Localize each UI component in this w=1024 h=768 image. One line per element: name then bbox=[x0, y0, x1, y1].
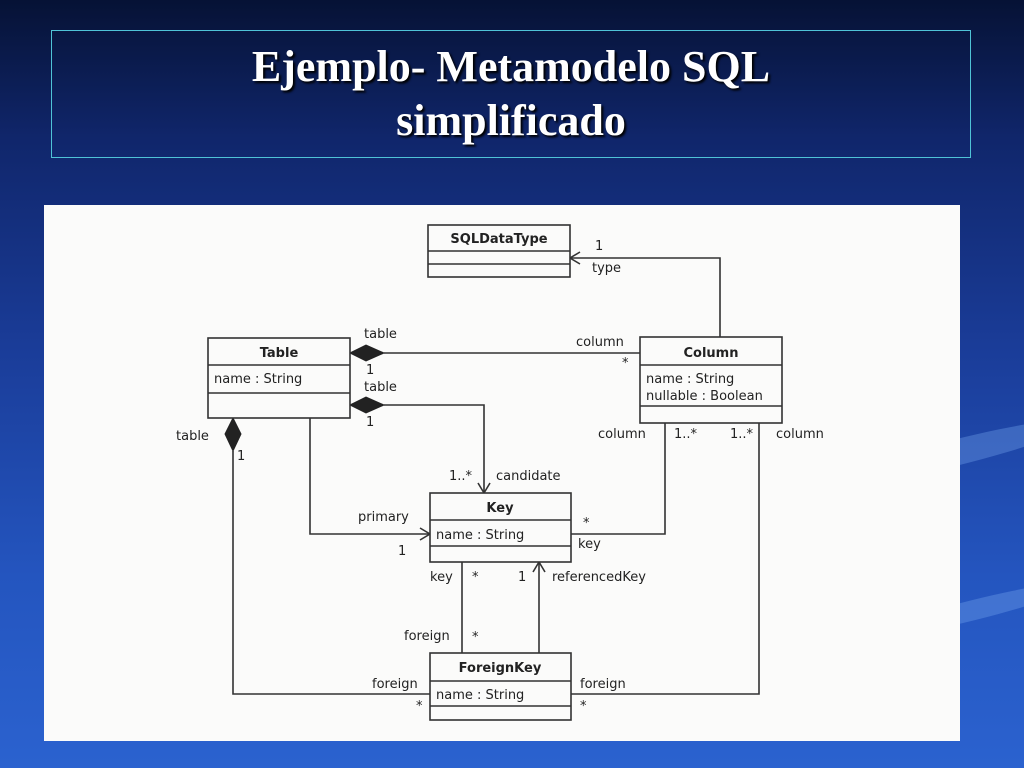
class-column-attr-name: name : String bbox=[646, 372, 734, 387]
label-table-key-mult: 1 bbox=[366, 415, 374, 430]
uml-diagram-panel: SQLDataType Table name : String Column n… bbox=[44, 205, 960, 741]
composition-diamond-table-fk bbox=[224, 416, 242, 453]
label-fk-key-role: key bbox=[430, 570, 453, 585]
label-refkey-role: referencedKey bbox=[552, 570, 646, 585]
label-column-mult: * bbox=[622, 356, 629, 371]
label-key-role: key bbox=[578, 537, 601, 552]
slide-title-box: Ejemplo- Metamodelo SQL simplificado bbox=[51, 30, 971, 158]
label-col-key-role: column bbox=[598, 427, 646, 442]
class-key-name: Key bbox=[486, 501, 514, 516]
label-refkey-mult: 1 bbox=[518, 570, 526, 585]
label-table-fk-role: table bbox=[176, 429, 209, 444]
class-table-attr-name: name : String bbox=[214, 372, 302, 387]
label-key-mult: * bbox=[583, 516, 590, 531]
slide-title: Ejemplo- Metamodelo SQL simplificado bbox=[252, 40, 770, 148]
label-type-role: type bbox=[592, 261, 621, 276]
label-foreign-mult-top: * bbox=[472, 630, 479, 645]
class-foreignkey-attr-name: name : String bbox=[436, 688, 524, 703]
assoc-column-type bbox=[568, 251, 721, 337]
label-column-role: column bbox=[576, 335, 624, 350]
class-foreignkey-name: ForeignKey bbox=[459, 661, 542, 676]
assoc-table-foreignkey bbox=[232, 451, 430, 695]
label-foreign-role-left: foreign bbox=[372, 677, 418, 692]
class-key: Key name : String bbox=[429, 492, 572, 563]
class-column: Column name : String nullable : Boolean bbox=[639, 336, 783, 424]
composition-diamond-table-key bbox=[348, 396, 386, 414]
label-foreign-role-top: foreign bbox=[404, 629, 450, 644]
class-table-name: Table bbox=[260, 346, 299, 361]
slide-title-line1: Ejemplo- Metamodelo SQL bbox=[251, 42, 771, 91]
label-candidate-mult: 1..* bbox=[449, 469, 473, 484]
class-sqldatatype-name: SQLDataType bbox=[450, 232, 547, 247]
label-col-key-mult: 1..* bbox=[674, 427, 698, 442]
label-foreign-role-right: foreign bbox=[580, 677, 626, 692]
label-table-key-role: table bbox=[364, 380, 397, 395]
label-fk-key-mult: * bbox=[472, 570, 479, 585]
class-sqldatatype: SQLDataType bbox=[427, 224, 571, 278]
assoc-column-key bbox=[571, 423, 666, 535]
class-foreignkey: ForeignKey name : String bbox=[429, 652, 572, 721]
composition-diamond-table-column bbox=[348, 344, 386, 362]
label-foreign-mult-right: * bbox=[580, 699, 587, 714]
label-table-col-mult: 1 bbox=[366, 363, 374, 378]
label-primary-mult: 1 bbox=[398, 544, 406, 559]
assoc-table-key-candidate bbox=[384, 404, 491, 495]
label-foreign-mult-left: * bbox=[416, 699, 423, 714]
label-table-col-role: table bbox=[364, 327, 397, 342]
assoc-column-foreignkey bbox=[571, 423, 760, 695]
label-table-fk-mult: 1 bbox=[237, 449, 245, 464]
assoc-table-key-primary bbox=[309, 418, 432, 541]
class-column-name: Column bbox=[684, 346, 739, 361]
class-table: Table name : String bbox=[207, 337, 351, 419]
class-key-attr-name: name : String bbox=[436, 528, 524, 543]
label-candidate-role: candidate bbox=[496, 469, 561, 484]
label-primary-role: primary bbox=[358, 510, 409, 525]
label-col-fk-mult: 1..* bbox=[730, 427, 754, 442]
label-col-fk-role: column bbox=[776, 427, 824, 442]
uml-class-diagram: SQLDataType Table name : String Column n… bbox=[176, 224, 824, 721]
slide-title-line2: simplificado bbox=[396, 96, 626, 145]
class-column-attr-nullable: nullable : Boolean bbox=[646, 389, 763, 404]
label-type-mult: 1 bbox=[595, 239, 603, 254]
